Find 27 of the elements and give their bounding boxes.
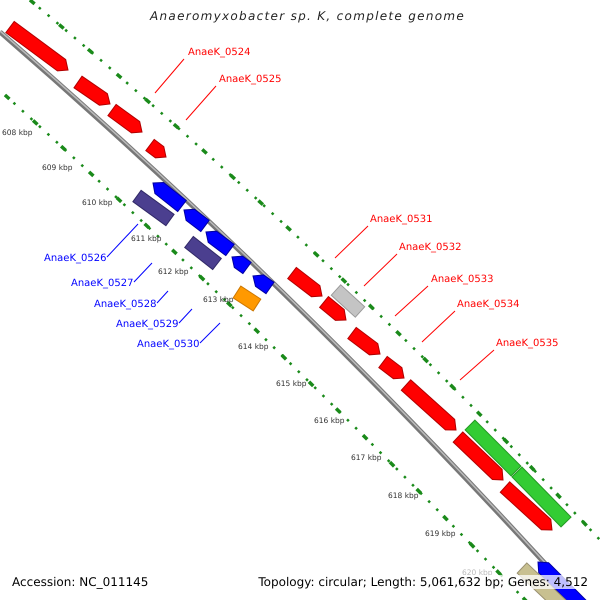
leader-line	[364, 254, 398, 286]
leader-line	[394, 286, 428, 316]
map-title: Anaeromyxobacter sp. K, complete genome	[150, 10, 466, 22]
leader-line	[178, 308, 192, 324]
gene-label: AnaeK_0528	[94, 299, 156, 311]
leader-line	[106, 224, 138, 258]
gene-label: AnaeK_0525	[219, 74, 282, 86]
gene-label: AnaeK_0524	[188, 47, 250, 59]
leader-line	[422, 310, 456, 342]
leader-line	[334, 226, 368, 258]
gene-label: AnaeK_0532	[399, 242, 462, 254]
leader-line	[134, 262, 152, 282]
gene-label: AnaeK_0535	[496, 338, 558, 350]
leader-line	[154, 58, 184, 94]
leader-line	[460, 350, 494, 380]
genome-summary-text: Topology: circular; Length: 5,061,632 bp; Genes: 4,512	[256, 575, 590, 589]
gene-label: AnaeK_0526	[44, 253, 106, 265]
leader-line	[156, 290, 168, 304]
leader-line	[200, 322, 220, 344]
gene-label: AnaeK_0531	[370, 214, 432, 226]
leader-line	[186, 86, 216, 120]
gene-label: AnaeK_0533	[431, 274, 494, 286]
gene-label: AnaeK_0534	[457, 299, 520, 311]
gene-label: AnaeK_0527	[71, 278, 134, 290]
gene-label: AnaeK_0529	[116, 319, 178, 331]
gene-label: AnaeK_0530	[137, 339, 200, 351]
accession-text: Accession: NC_011145	[10, 575, 150, 589]
